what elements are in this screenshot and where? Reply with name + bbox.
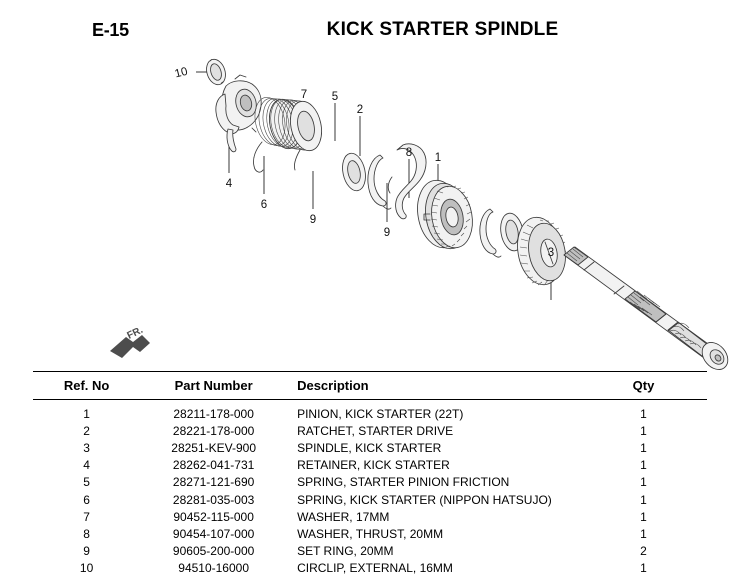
callout-10: 10: [174, 66, 189, 81]
cell-description: SPINDLE, KICK STARTER: [297, 440, 442, 455]
table-row: 4 28262-041-731 RETAINER, KICK STARTER 1: [33, 457, 707, 474]
column-header-qty: Qty: [632, 378, 655, 393]
cell-part-number: 90454-107-000: [172, 526, 255, 541]
callout-5: 5: [332, 91, 338, 103]
cell-description: SPRING, STARTER PINION FRICTION: [297, 475, 510, 490]
cell-description: RETAINER, KICK STARTER: [297, 458, 450, 473]
table-row: 7 90452-115-000 WASHER, 17MM 1: [33, 508, 707, 525]
cell-qty: 1: [640, 509, 647, 524]
cell-ref-no: 2: [83, 423, 90, 438]
callout-numbers: 10 4 6 7 9 5 2 9 8 1 3: [174, 66, 555, 259]
column-header-part-number: Part Number: [174, 378, 253, 393]
exploded-view-illustration: FR. 10 4 6 7 9 5 2 9 8 1 3: [110, 58, 729, 370]
cell-qty: 1: [640, 423, 647, 438]
table-row: 8 90454-107-000 WASHER, THRUST, 20MM 1: [33, 525, 707, 542]
table-row: 9 90605-200-000 SET RING, 20MM 2: [33, 543, 707, 560]
cell-qty: 1: [640, 561, 647, 576]
cell-qty: 1: [640, 475, 647, 490]
cell-part-number: 28271-121-690: [172, 475, 255, 490]
cell-ref-no: 9: [83, 544, 90, 559]
section-code: E-15: [92, 20, 129, 40]
cell-description: WASHER, THRUST, 20MM: [297, 526, 444, 541]
callout-9-second: 9: [384, 227, 390, 239]
callout-9-first: 9: [310, 214, 316, 226]
callout-2: 2: [357, 104, 363, 116]
table-header-row: Ref. No Part Number Description Qty: [33, 372, 707, 399]
part-washer-17mm: [342, 152, 366, 192]
table-row: 10 94510-16000 CIRCLIP, EXTERNAL, 16MM 1: [33, 560, 707, 577]
cell-qty: 1: [640, 440, 647, 455]
cell-qty: 1: [640, 492, 647, 507]
part-spindle-kick-starter: [563, 246, 729, 370]
cell-description: PINION, KICK STARTER (22T): [297, 406, 464, 421]
table-row: 6 28281-035-003 SPRING, KICK STARTER (NIPP…: [33, 491, 707, 508]
cell-part-number: 28251-KEV-900: [171, 440, 256, 455]
part-spring-starter-pinion-friction: [387, 143, 427, 220]
exploded-parts-diagram: FR. 10 4 6 7 9 5 2 9 8 1 3: [0, 46, 745, 371]
cell-part-number: 90605-200-000: [172, 544, 255, 559]
cell-ref-no: 10: [79, 561, 94, 576]
cell-ref-no: 7: [83, 509, 90, 524]
cell-description: CIRCLIP, EXTERNAL, 16MM: [297, 561, 453, 576]
cell-part-number: 28221-178-000: [172, 423, 255, 438]
cell-ref-no: 1: [83, 406, 90, 421]
table-header-rule: [33, 399, 707, 400]
callout-8: 8: [406, 147, 412, 159]
parts-rows-container: 1 28211-178-000 PINION, KICK STARTER (22T)…: [33, 400, 707, 577]
cell-description: SPRING, KICK STARTER (NIPPON HATSUJO): [297, 492, 552, 507]
callout-7: 7: [301, 89, 307, 101]
callout-3: 3: [548, 247, 554, 259]
column-header-description: Description: [297, 378, 369, 393]
callout-1: 1: [435, 152, 441, 164]
fr-direction-marker: FR.: [110, 325, 150, 358]
cell-ref-no: 4: [83, 458, 90, 473]
cell-part-number: 90452-115-000: [173, 509, 254, 524]
table-row: 1 28211-178-000 PINION, KICK STARTER (22T)…: [33, 405, 707, 422]
cell-ref-no: 5: [83, 475, 90, 490]
table-row: 3 28251-KEV-900 SPINDLE, KICK STARTER 1: [33, 439, 707, 456]
cell-description: WASHER, 17MM: [297, 509, 390, 524]
cell-ref-no: 8: [83, 526, 90, 541]
page-title: KICK STARTER SPINDLE: [326, 19, 559, 40]
cell-description: SET RING, 20MM: [297, 544, 394, 559]
cell-ref-no: 6: [83, 492, 90, 507]
part-pinion-kick-starter: [517, 216, 567, 286]
page-header: E-15 KICK STARTER SPINDLE: [0, 0, 745, 52]
callout-4: 4: [226, 178, 233, 190]
part-set-ring-20mm-a: [367, 154, 392, 210]
part-set-ring-20mm-b: [479, 208, 502, 258]
cell-part-number: 94510-16000: [178, 561, 249, 576]
cell-qty: 1: [640, 406, 647, 421]
cell-description: RATCHET, STARTER DRIVE: [297, 423, 454, 438]
column-header-ref-no: Ref. No: [63, 378, 110, 393]
cell-part-number: 28211-178-000: [173, 406, 254, 421]
part-circlip-external-16mm: [206, 58, 226, 86]
cell-qty: 2: [640, 544, 647, 559]
cell-part-number: 28262-041-731: [172, 458, 255, 473]
cell-ref-no: 3: [83, 440, 90, 455]
part-retainer-kick-starter: [215, 74, 262, 153]
cell-qty: 1: [640, 458, 647, 473]
part-spring-kick-starter-coil: [253, 97, 322, 173]
table-row: 5 28271-121-690 SPRING, STARTER PINION FRI…: [33, 474, 707, 491]
table-row: 2 28221-178-000 RATCHET, STARTER DRIVE 1: [33, 422, 707, 439]
callout-6: 6: [261, 199, 267, 211]
table-top-rule: [33, 371, 707, 372]
cell-part-number: 28281-035-003: [172, 492, 255, 507]
part-ratchet-starter-drive: [417, 179, 473, 250]
cell-qty: 1: [640, 526, 647, 541]
